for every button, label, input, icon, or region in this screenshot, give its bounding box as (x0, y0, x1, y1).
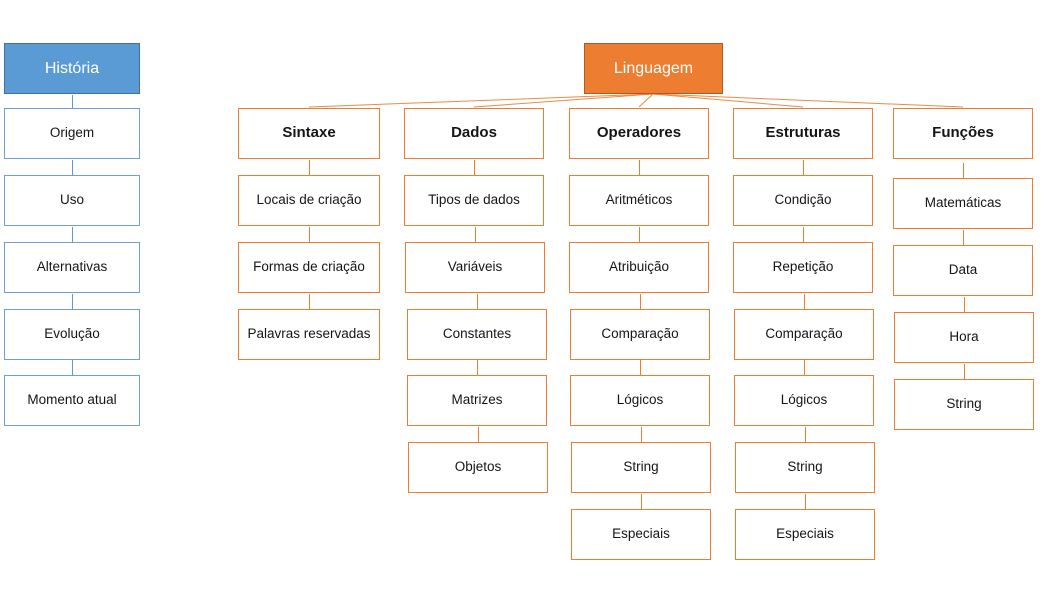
node-momento-atual[interactable]: Momento atual (4, 360, 140, 426)
node-comparacao-operadores[interactable]: Comparação (570, 294, 710, 360)
node-string-estruturas[interactable]: String (735, 427, 875, 493)
node-alternativas[interactable]: Alternativas (4, 227, 140, 293)
node-data[interactable]: Data (893, 230, 1033, 296)
branch-header-funcoes[interactable]: Funções (893, 108, 1033, 159)
node-objetos[interactable]: Objetos (408, 427, 548, 493)
branch-header-sintaxe[interactable]: Sintaxe (238, 108, 380, 159)
node-tipos-de-dados[interactable]: Tipos de dados (404, 160, 544, 226)
node-variaveis[interactable]: Variáveis (405, 227, 545, 293)
node-formas-de-criacao[interactable]: Formas de criação (238, 227, 380, 293)
node-aritmeticos[interactable]: Aritméticos (569, 160, 709, 226)
node-uso[interactable]: Uso (4, 160, 140, 226)
branch-header-dados[interactable]: Dados (404, 108, 544, 159)
node-atribuicao[interactable]: Atribuição (569, 227, 709, 293)
node-historia[interactable]: História (4, 43, 140, 94)
node-constantes[interactable]: Constantes (407, 294, 547, 360)
node-evolucao[interactable]: Evolução (4, 294, 140, 360)
node-especiais-estruturas[interactable]: Especiais (735, 494, 875, 560)
node-especiais-operadores[interactable]: Especiais (571, 494, 711, 560)
node-condicao[interactable]: Condição (733, 160, 873, 226)
node-comparacao-estruturas[interactable]: Comparação (734, 294, 874, 360)
node-hora[interactable]: Hora (894, 297, 1034, 363)
branch-header-estruturas[interactable]: Estruturas (733, 108, 873, 159)
node-matematicas[interactable]: Matemáticas (893, 163, 1033, 229)
node-origem[interactable]: Origem (4, 95, 140, 159)
branch-header-operadores[interactable]: Operadores (569, 108, 709, 159)
node-string-operadores[interactable]: String (571, 427, 711, 493)
node-locais-de-criacao[interactable]: Locais de criação (238, 160, 380, 226)
node-linguagem[interactable]: Linguagem (584, 43, 723, 94)
node-palavras-reservadas[interactable]: Palavras reservadas (238, 294, 380, 360)
node-repeticao[interactable]: Repetição (733, 227, 873, 293)
node-logicos-estruturas[interactable]: Lógicos (734, 360, 874, 426)
node-matrizes[interactable]: Matrizes (407, 360, 547, 426)
node-string-funcoes[interactable]: String (894, 364, 1034, 430)
node-logicos-operadores[interactable]: Lógicos (570, 360, 710, 426)
